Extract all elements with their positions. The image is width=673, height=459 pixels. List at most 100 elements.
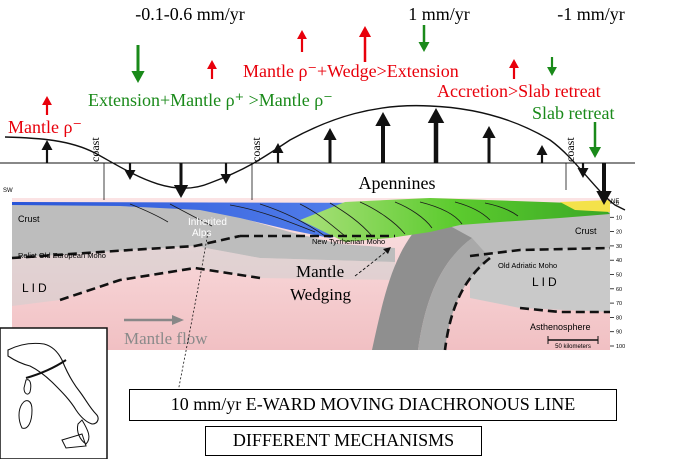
- mechanism-arrows: [42, 25, 602, 158]
- mantle-wedging-pointer: [354, 249, 389, 277]
- sw-label: SW: [3, 188, 13, 194]
- inherited-alps-line-2: Alps: [192, 228, 211, 239]
- coast-label-3: coast: [563, 137, 577, 162]
- rate-middle: 1 mm/yr: [408, 4, 470, 24]
- slab-base-line: [443, 256, 491, 351]
- black-motion-arrow: [272, 143, 284, 163]
- mechanism-labels: Mantle ρ⁻ Extension+Mantle ρ⁺ >Mantle ρ⁻…: [8, 61, 614, 137]
- lid-base-right: [519, 306, 610, 314]
- crust-right-label: Crust: [575, 226, 597, 236]
- adriatic-moho-label: Old Adriatic Moho: [498, 261, 557, 270]
- sicily: [61, 433, 87, 449]
- mechanism-arrow: [418, 25, 430, 52]
- rate-left: -0.1-0.6 mm/yr: [135, 4, 245, 24]
- rate-labels: -0.1-0.6 mm/yr 1 mm/yr -1 mm/yr: [135, 4, 625, 24]
- fault-lines: [129, 201, 519, 237]
- label-accretion: Accretion>Slab retreat: [437, 81, 601, 101]
- different-mechanisms-caption: DIFFERENT MECHANISMS: [205, 426, 482, 456]
- tyrrhenian-moho-label: New Tyrrhenian Moho: [312, 237, 385, 246]
- label-mantle-rho-minus: Mantle ρ⁻: [8, 117, 82, 137]
- slab-outer: [418, 238, 490, 350]
- depth-tick-label: 60: [616, 287, 622, 293]
- inherited-alps-line-1: Inherited: [188, 217, 227, 228]
- profile-curve: [4, 104, 626, 211]
- coast-label-2: coast: [249, 137, 263, 162]
- depth-tick-label: 80: [616, 315, 622, 321]
- mechanism-arrow: [588, 122, 602, 158]
- italy-peninsula: [7, 342, 99, 425]
- mantle-wedging-annotation: Mantle Wedging: [290, 247, 391, 304]
- asthenosphere-label: Asthenosphere: [530, 322, 591, 332]
- label-slab-retreat: Slab retreat: [532, 103, 614, 123]
- corsica: [23, 379, 32, 395]
- foredeep: [560, 200, 610, 212]
- label-extension-mantle: Extension+Mantle ρ⁺ >Mantle ρ⁻: [88, 90, 333, 110]
- black-motion-arrow: [41, 140, 53, 163]
- crust-left-label: Crust: [18, 214, 40, 224]
- diachronous-pointer: [177, 231, 209, 393]
- black-motion-arrow: [375, 112, 391, 163]
- mechanism-arrow: [207, 60, 217, 79]
- section-trace: [25, 359, 67, 379]
- mechanism-arrow: [547, 57, 557, 76]
- moving-line-caption: 10 mm/yr E-WARD MOVING DIACHRONOUS LINE: [129, 389, 617, 421]
- apennines-label: Apennines: [359, 173, 436, 193]
- ne-label: NE: [611, 199, 619, 205]
- black-motion-arrow: [536, 145, 548, 163]
- mechanism-arrow: [42, 96, 52, 115]
- black-motion-arrow: [220, 163, 232, 184]
- depth-tick-label: 90: [616, 330, 622, 336]
- mantle-wedging-line-1: Mantle: [296, 262, 344, 281]
- mechanism-arrow: [131, 45, 145, 83]
- depth-tick-label: 10: [616, 215, 622, 221]
- lid-left-label: LID: [22, 281, 50, 295]
- lid-base-left: [59, 266, 261, 302]
- label-mantle-wedge: Mantle ρ⁻+Wedge>Extension: [243, 61, 459, 81]
- topographic-profile: [0, 25, 635, 211]
- depth-tick-label: 40: [616, 258, 622, 264]
- subducting-slab: [372, 215, 472, 350]
- vertical-motion-arrows: [41, 108, 612, 205]
- coast-label-1: coast: [88, 137, 102, 162]
- mechanism-arrow: [297, 30, 307, 52]
- black-motion-arrow: [577, 163, 589, 178]
- depth-tick-label: 100: [616, 344, 625, 350]
- black-motion-arrow: [482, 126, 496, 163]
- inherited-alps-label: Inherited Alps: [188, 217, 230, 239]
- scale-label: 50 kilometers: [555, 344, 591, 350]
- lid-left-band: [12, 246, 395, 306]
- section-text: SW NE Crust Crust Inherited Alps Relict …: [3, 188, 619, 332]
- crust-left: [12, 202, 395, 262]
- black-motion-arrow: [323, 128, 337, 163]
- black-motion-arrow: [596, 163, 612, 205]
- apennine-wedge: [300, 198, 610, 242]
- mechanism-arrow: [358, 26, 372, 62]
- depth-tick-label: 30: [616, 244, 622, 250]
- sardinia: [18, 400, 33, 429]
- black-motion-arrow: [427, 108, 445, 163]
- profile-text: coast coast coast Apennines: [88, 137, 577, 193]
- depth-tick-label: 70: [616, 301, 622, 307]
- mantle-flow-label: Mantle flow: [124, 329, 208, 348]
- adriatic-moho-line: [469, 246, 611, 258]
- relict-moho-label: Relict Old European Moho: [18, 251, 106, 260]
- lid-right-band: [470, 248, 610, 312]
- tyrrhenian-basin: [12, 202, 420, 238]
- rate-right: -1 mm/yr: [557, 4, 625, 24]
- mantle-wedging-label: Mantle Wedging: [290, 262, 351, 304]
- depth-tick-label: 50: [616, 273, 622, 279]
- depth-tick-label: 20: [616, 230, 622, 236]
- italy-inset-map: [0, 327, 108, 459]
- black-motion-arrow: [124, 163, 136, 180]
- label-mantle-wedge-text: Mantle ρ⁻+Wedge>Extension: [243, 61, 459, 81]
- moho-lines: [11, 234, 611, 351]
- relict-moho-line: [11, 234, 241, 260]
- black-motion-arrow: [173, 163, 189, 198]
- mantle-wedging-line-2: Wedging: [290, 285, 351, 304]
- mechanism-arrow: [509, 59, 519, 79]
- lid-right-label: LID: [532, 275, 560, 289]
